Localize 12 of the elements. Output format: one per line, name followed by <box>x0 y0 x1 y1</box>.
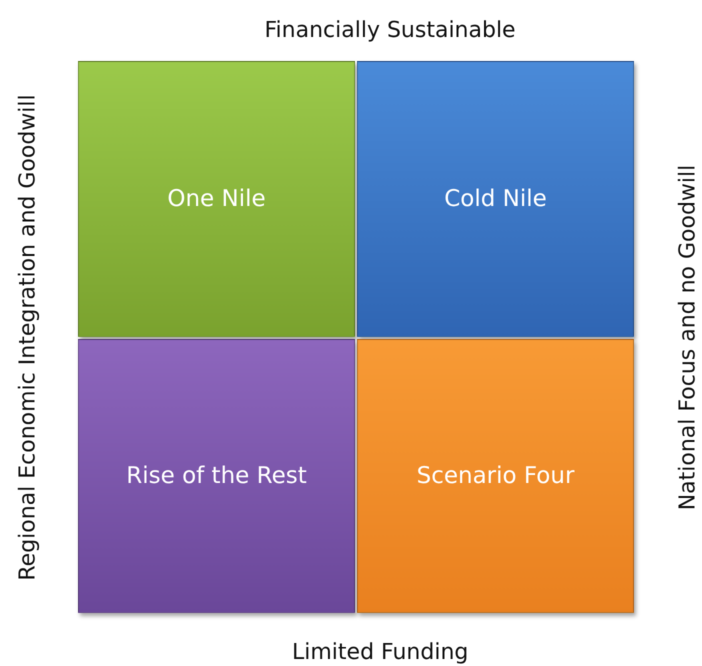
quadrant-box <box>357 339 634 613</box>
axis-label: Limited Funding <box>292 640 468 664</box>
quadrant-box <box>78 61 355 337</box>
quadrant-label: Cold Nile <box>444 186 547 212</box>
quadrant-label: Scenario Four <box>416 463 574 489</box>
quadrant-box <box>78 339 355 613</box>
quadrant-label: One Nile <box>167 186 266 212</box>
axis-label: Financially Sustainable <box>264 18 516 42</box>
axis-label: National Focus and no Goodwill <box>675 164 700 510</box>
axis-label: Regional Economic Integration and Goodwill <box>16 94 41 580</box>
quadrant-label: Rise of the Rest <box>126 463 307 489</box>
quadrant-box <box>357 61 634 337</box>
